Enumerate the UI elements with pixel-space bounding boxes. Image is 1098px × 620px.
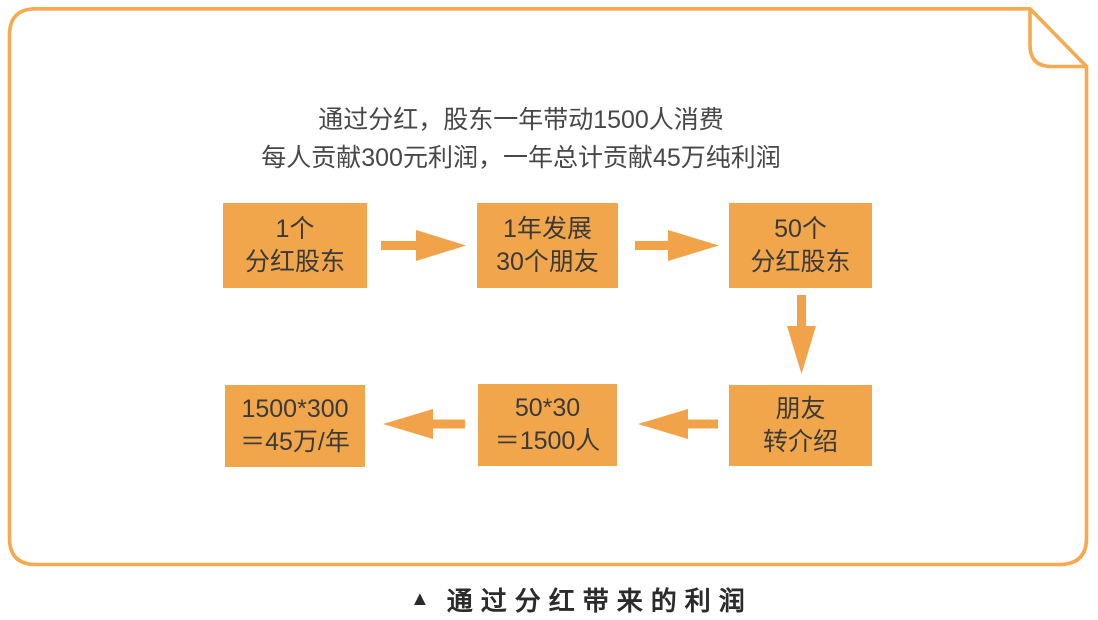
node-label-line: 30个朋友	[496, 247, 599, 276]
arrow-left-icon-1	[638, 409, 718, 439]
figure-caption: ▲ 通过分红带来的利润	[410, 581, 753, 618]
description-line-2: 每人贡献300元利润，一年总计贡献45万纯利润	[261, 144, 781, 172]
note-page-border	[7, 7, 1089, 567]
flow-node-one-shareholder: 1个 分红股东	[223, 203, 367, 288]
flow-node-friend-referral: 朋友 转介绍	[729, 385, 872, 466]
node-label-line: 朋友	[775, 394, 826, 423]
flow-node-one-year-30-friends: 1年发展 30个朋友	[477, 203, 618, 288]
flow-node-fifty-shareholders: 50个 分红股东	[729, 203, 872, 288]
arrow-right-icon-1	[381, 230, 466, 261]
arrow-left-icon-2	[383, 409, 465, 439]
flow-node-calc-450k-per-year: 1500*300 ＝45万/年	[225, 385, 365, 467]
node-label-line: 1个	[275, 214, 315, 243]
node-label-line: 分红股东	[750, 247, 851, 276]
description-line-1: 通过分红，股东一年带动1500人消费	[318, 106, 724, 134]
node-label-line: 分红股东	[244, 247, 345, 276]
node-label-line: 1500*300	[241, 395, 349, 423]
node-label-line: 1年发展	[503, 214, 592, 243]
node-label-line: 50*30	[514, 394, 581, 422]
flow-node-calc-1500-people: 50*30 ＝1500人	[478, 384, 617, 466]
page-fold-corner-icon	[1028, 8, 1087, 69]
figure-description: 通过分红，股东一年带动1500人消费 每人贡献300元利润，一年总计贡献45万纯…	[0, 101, 1042, 177]
node-label-line: ＝45万/年	[240, 428, 350, 456]
node-label-line: 转介绍	[762, 427, 838, 456]
arrow-down-icon	[787, 295, 816, 374]
triangle-up-icon: ▲	[410, 588, 430, 610]
node-label-line: ＝1500人	[494, 427, 601, 455]
figure-caption-text: 通过分红带来的利润	[446, 586, 753, 616]
node-label-line: 50个	[774, 214, 827, 243]
arrow-right-icon-2	[635, 230, 719, 261]
